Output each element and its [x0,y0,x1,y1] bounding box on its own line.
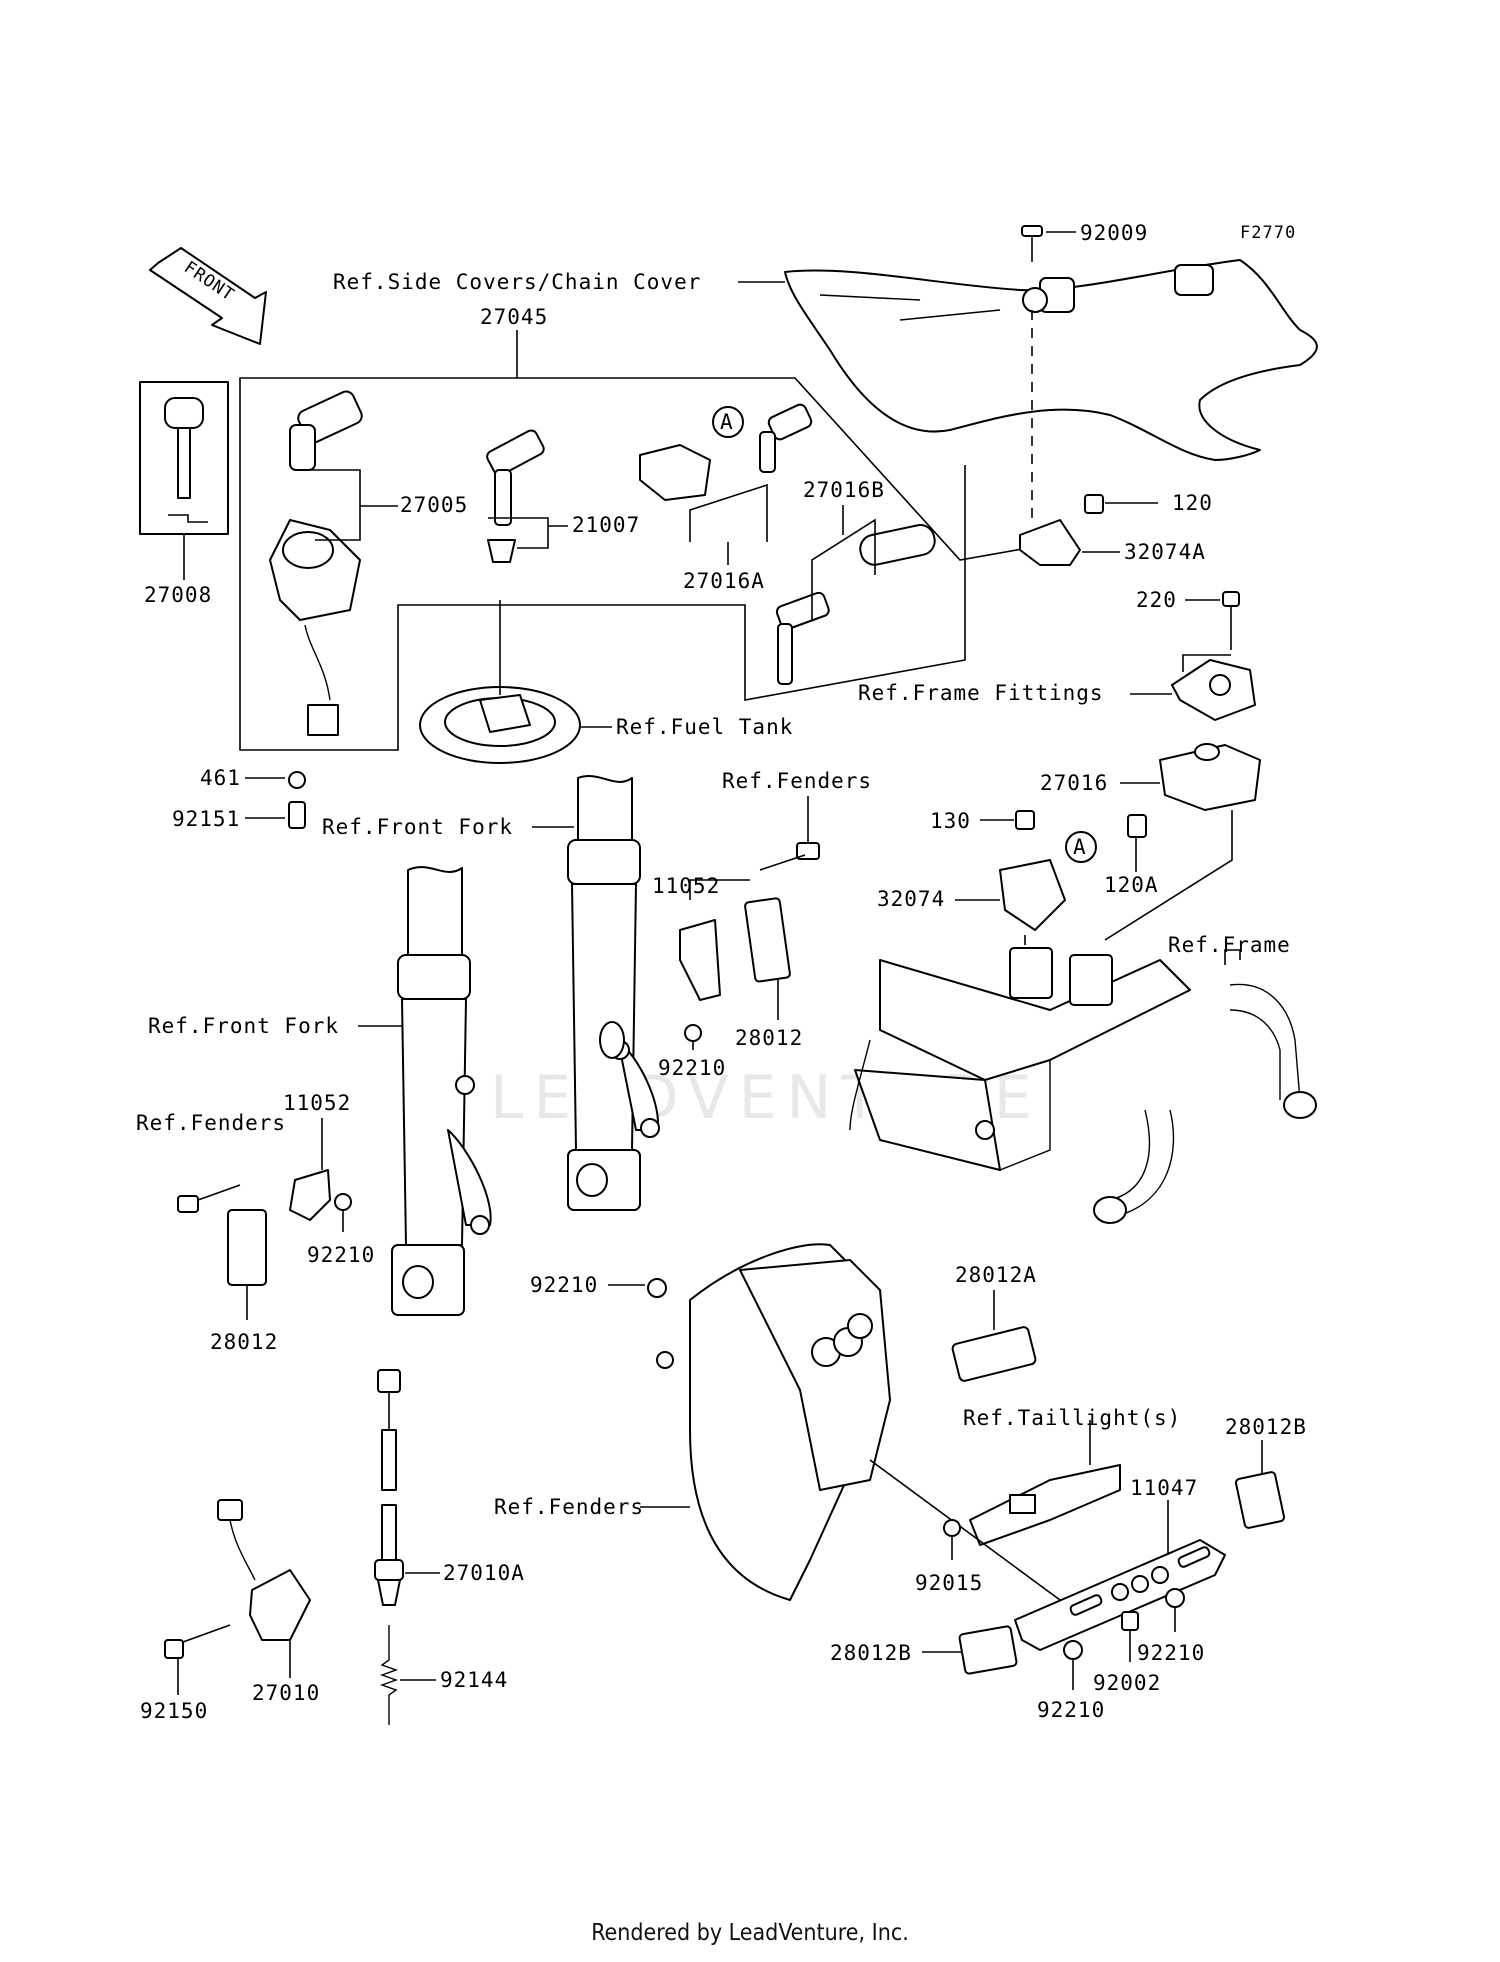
diagram-code: F2770 [1240,223,1296,243]
label-11047: 11047 [1130,1476,1198,1500]
label-461: 461 [200,766,241,790]
switch-27010 [217,1499,311,1641]
license-bracket-11047 [1014,1539,1226,1651]
label-27005: 27005 [400,493,468,517]
taillight-bracket-drawing [969,1464,1121,1546]
nut-92210-3 [647,1278,667,1298]
label-ref-fenders-3: Ref.Fenders [494,1495,644,1519]
label-92151: 92151 [172,807,240,831]
spring-92144 [379,1625,399,1725]
footer-credit: Rendered by LeadVenture, Inc. [591,1920,909,1946]
label-27008: 27008 [144,583,212,607]
label-27045: 27045 [480,305,548,329]
label-28012A: 28012A [955,1263,1037,1287]
helmet-lock-drawing [775,524,936,685]
label-92150: 92150 [140,1699,208,1723]
label-ref-frame: Ref.Frame [1168,933,1291,957]
seat-lock-27016 [1159,743,1261,811]
fuel-cap-key-drawing [486,429,545,563]
label-27010A: 27010A [443,1561,525,1585]
bolt-fenders-1 [759,842,820,871]
label-28012-2: 28012 [210,1330,278,1354]
label-28012B-2: 28012B [830,1641,912,1665]
label-32074: 32074 [877,887,945,911]
label-ref-side-covers: Ref.Side Covers/Chain Cover [333,270,701,294]
bolt-220 [1222,591,1240,650]
frame-fitting-plate [1171,659,1256,721]
nut-92210-5 [1063,1640,1083,1660]
label-11052-1: 11052 [652,874,720,898]
ignition-switch-drawing [269,390,363,736]
svg-text:A: A [1073,835,1087,859]
label-11052-2: 11052 [283,1091,351,1115]
rear-fender-drawing [656,1243,891,1601]
clip-461 [288,771,306,789]
label-27016B: 27016B [803,478,885,502]
screw-92151 [288,801,306,829]
label-ref-fuel-tank: Ref.Fuel Tank [616,715,793,739]
label-92144: 92144 [440,1668,508,1692]
label-ref-front-fork-1: Ref.Front Fork [322,815,513,839]
label-120A: 120A [1104,873,1159,897]
bolt-92002 [1121,1611,1139,1631]
label-92210-2: 92210 [307,1243,375,1267]
label-220: 220 [1136,588,1177,612]
label-ref-fenders-2: Ref.Fenders [136,1111,286,1135]
bracket-11052-upper [679,897,791,1042]
svg-text:A: A [720,410,734,434]
side-cover-drawing [784,259,1318,461]
label-120: 120 [1172,491,1213,515]
reflector-28012A [951,1326,1037,1382]
fuel-tank-cap-drawing [419,686,581,764]
bolt-fenders-2 [177,1184,241,1213]
front-fork-right-drawing [567,775,660,1211]
label-92002: 92002 [1093,1671,1161,1695]
bolt-120A [1127,814,1147,838]
bracket-11052-lower [227,1169,352,1286]
label-ref-front-fork-2: Ref.Front Fork [148,1014,339,1038]
label-ref-frame-fittings: Ref.Frame Fittings [858,681,1104,705]
label-92210-3: 92210 [530,1273,598,1297]
label-27016A: 27016A [683,569,765,593]
front-fork-left-drawing [391,866,492,1316]
label-130: 130 [930,809,971,833]
label-27010: 27010 [252,1681,320,1705]
nut-92210-4 [1165,1588,1185,1608]
label-92210-5: 92210 [1037,1698,1105,1722]
frame-drawing [849,947,1317,1224]
callout-a-bottom [1065,831,1097,863]
label-92009: 92009 [1080,221,1148,245]
bracket-32074A [1019,494,1104,566]
bracket-32074 [999,859,1066,931]
bolt-130 [1015,810,1035,830]
screw-92150 [164,1624,231,1659]
seat-lock-drawing [639,403,813,501]
nut-92015 [943,1519,961,1537]
label-21007: 21007 [572,513,640,537]
label-ref-taillight: Ref.Taillight(s) [963,1406,1181,1430]
label-ref-fenders-1: Ref.Fenders [722,769,872,793]
label-28012-1: 28012 [735,1026,803,1050]
label-92015: 92015 [915,1571,983,1595]
callout-a-top [712,406,744,438]
label-27016: 27016 [1040,771,1108,795]
label-28012B-1: 28012B [1225,1415,1307,1439]
label-32074A: 32074A [1124,540,1206,564]
front-arrow-icon: FRONT [149,247,267,345]
key-icon [164,397,204,499]
bolt-92009 [1021,225,1043,262]
label-92210-4: 92210 [1137,1641,1205,1665]
label-92210-1: 92210 [658,1056,726,1080]
reflector-28012B-left [958,1625,1018,1675]
reflector-28012B-right [1234,1471,1286,1529]
brake-switch-27010A [374,1369,404,1606]
